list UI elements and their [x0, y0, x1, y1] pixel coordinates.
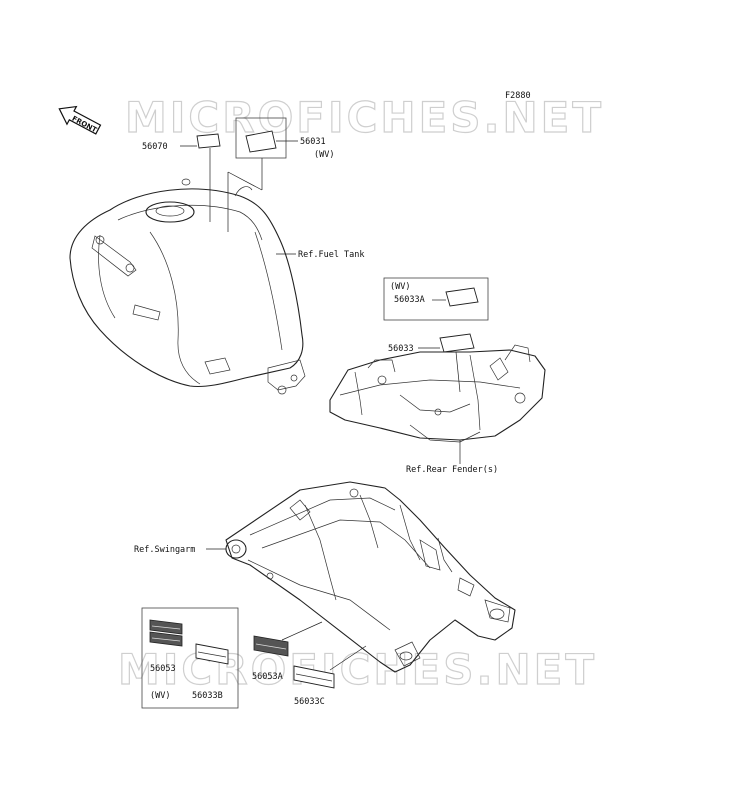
part-56031-label: 56031: [300, 137, 326, 147]
part-56033A-note: (WV): [390, 282, 410, 292]
watermark-bottom: MICROFICHES.NET: [118, 645, 597, 694]
part-56053-label: 56053: [150, 664, 176, 674]
decal-56070: 56070: [142, 133, 221, 222]
decal-box-56053-56033B: 56053 (WV) 56033B: [141, 607, 239, 709]
watermark-top: MICROFICHES.NET: [125, 93, 604, 142]
rear-fender-illustration: [329, 344, 546, 443]
front-arrow-icon: FRONT: [58, 105, 102, 135]
part-56033A-label: 56033A: [394, 295, 425, 305]
ref-rear-fender-label: Ref.Rear Fender(s): [406, 465, 498, 475]
part-56033-label: 56033: [388, 344, 414, 354]
part-56053A-label: 56053A: [252, 672, 283, 682]
ref-swingarm-label: Ref.Swingarm: [134, 545, 195, 555]
decal-56033C: 56033C: [293, 645, 367, 707]
decal-56053A: 56053A: [252, 621, 323, 682]
part-56033C-label: 56033C: [294, 697, 325, 707]
decal-56031-group: 56031 (WV): [227, 117, 334, 232]
part-56070-label: 56070: [142, 142, 168, 152]
decal-56033: 56033: [388, 333, 475, 393]
part-56033B-note: (WV): [150, 691, 170, 701]
swingarm-illustration: [225, 481, 516, 673]
part-56033B-label: 56033B: [192, 691, 223, 701]
figure-code: F2880: [505, 91, 531, 101]
decal-56033A-group: (WV) 56033A: [383, 277, 489, 321]
ref-fuel-tank-label: Ref.Fuel Tank: [298, 250, 365, 260]
part-56031-note: (WV): [314, 150, 334, 160]
fuel-tank-illustration: [69, 178, 306, 395]
